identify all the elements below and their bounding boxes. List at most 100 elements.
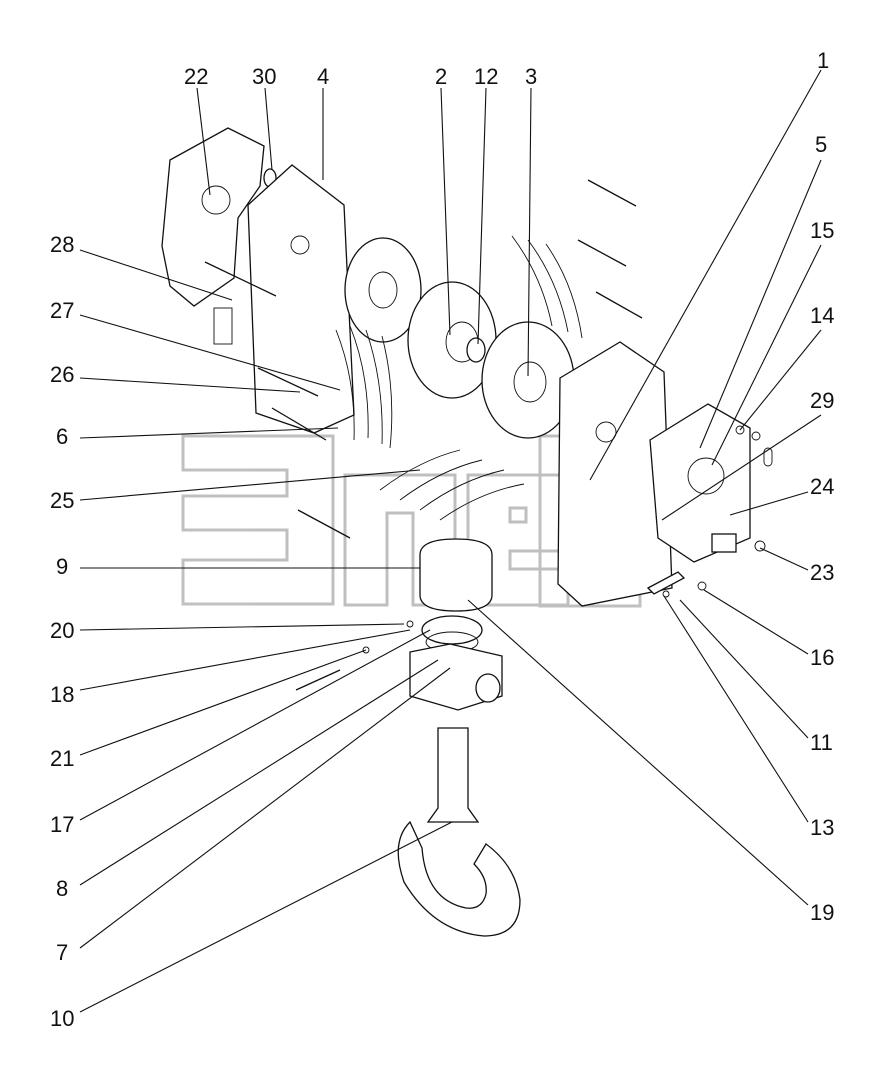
callout-9: 9 bbox=[56, 554, 68, 579]
part-27-links bbox=[335, 325, 393, 449]
leader-16 bbox=[703, 589, 809, 655]
leader-22 bbox=[196, 87, 211, 196]
callout-24: 24 bbox=[810, 474, 834, 499]
part-8-trunnion-pin bbox=[475, 673, 501, 703]
callout-6: 6 bbox=[56, 424, 68, 449]
watermark-letter-l bbox=[343, 473, 457, 607]
callout-10: 10 bbox=[50, 1006, 74, 1031]
leader-10 bbox=[79, 821, 453, 1013]
parts bbox=[161, 127, 773, 937]
part-16-bolt bbox=[697, 581, 707, 591]
part-29-pin bbox=[763, 447, 773, 467]
leader-28 bbox=[79, 249, 233, 301]
callout-11: 11 bbox=[810, 730, 833, 755]
leader-3 bbox=[527, 87, 532, 377]
part-9-block bbox=[419, 538, 493, 612]
callout-28: 28 bbox=[50, 232, 74, 257]
callout-13: 13 bbox=[810, 815, 834, 840]
callout-18: 18 bbox=[50, 682, 74, 707]
watermark-letter-e bbox=[181, 434, 335, 606]
leader-25 bbox=[79, 469, 421, 501]
part-14-nut bbox=[751, 431, 761, 441]
part-3-links bbox=[511, 235, 583, 339]
part-sheave-left bbox=[344, 237, 422, 343]
leader-21 bbox=[79, 649, 367, 756]
part-12-bushing bbox=[466, 337, 486, 363]
leader-30 bbox=[264, 87, 273, 171]
callout-3: 3 bbox=[525, 64, 537, 89]
callout-labels: 22 30 4 2 12 3 1 5 15 14 29 24 23 16 11 … bbox=[50, 48, 834, 1031]
callout-29: 29 bbox=[810, 388, 834, 413]
leader-12 bbox=[477, 87, 487, 345]
part-15-washer bbox=[735, 425, 745, 435]
part-1-front-plate bbox=[557, 341, 673, 607]
pin-right-2 bbox=[577, 239, 627, 267]
leader-7 bbox=[79, 667, 451, 949]
leader-17 bbox=[79, 629, 431, 821]
part-25-links bbox=[379, 449, 525, 521]
leader-lines bbox=[79, 69, 822, 1013]
part-10-hook bbox=[397, 820, 521, 937]
pin-right-1 bbox=[587, 179, 637, 207]
part-5-outer-plate bbox=[649, 403, 751, 563]
callout-22: 22 bbox=[184, 64, 208, 89]
leader-19 bbox=[467, 599, 809, 906]
callout-25: 25 bbox=[50, 488, 74, 513]
callout-23: 23 bbox=[810, 560, 834, 585]
leader-27 bbox=[79, 314, 341, 391]
callout-2: 2 bbox=[435, 64, 447, 89]
callout-30: 30 bbox=[252, 64, 276, 89]
part-13-screw bbox=[662, 590, 670, 598]
part-24-plate bbox=[711, 533, 737, 553]
part-19-bearing bbox=[421, 615, 483, 645]
callout-14: 14 bbox=[810, 303, 834, 328]
part-hook-shank bbox=[426, 727, 480, 823]
callout-26: 26 bbox=[50, 362, 74, 387]
callout-4: 4 bbox=[317, 64, 329, 89]
callout-20: 20 bbox=[50, 618, 74, 643]
part-28-axle bbox=[204, 261, 277, 297]
leader-20 bbox=[79, 623, 405, 631]
callout-19: 19 bbox=[810, 900, 834, 925]
leader-1 bbox=[589, 69, 822, 481]
part-17-spacer bbox=[213, 307, 233, 345]
callout-8: 8 bbox=[56, 876, 68, 901]
leader-8 bbox=[79, 659, 439, 886]
leader-5 bbox=[699, 159, 822, 449]
callout-16: 16 bbox=[810, 645, 834, 670]
part-18-ball bbox=[362, 646, 370, 654]
leader-26 bbox=[79, 377, 301, 393]
part-1-hole bbox=[595, 421, 617, 443]
part-26-axle bbox=[257, 367, 319, 397]
leader-2 bbox=[440, 87, 451, 336]
callout-12: 12 bbox=[474, 64, 498, 89]
leader-18 bbox=[79, 629, 411, 691]
callout-27: 27 bbox=[50, 298, 74, 323]
part-22-rear-plate bbox=[161, 127, 265, 307]
leader-13 bbox=[663, 595, 809, 823]
callout-5: 5 bbox=[815, 132, 827, 157]
callout-7: 7 bbox=[56, 940, 68, 965]
part-6-axle bbox=[271, 407, 327, 441]
callout-17: 17 bbox=[50, 812, 74, 837]
part-23-nut bbox=[754, 540, 766, 552]
part-11-plate bbox=[646, 571, 686, 595]
part-22-hole bbox=[201, 185, 231, 215]
part-sheave-left-hub bbox=[368, 271, 398, 309]
part-4-side-plate bbox=[247, 164, 355, 434]
leader-15 bbox=[711, 244, 822, 466]
part-4-hole bbox=[290, 235, 310, 255]
leader-14 bbox=[739, 329, 822, 431]
part-3-hub bbox=[513, 361, 547, 403]
leader-24 bbox=[729, 491, 809, 516]
part-5-hole bbox=[687, 457, 725, 495]
part-21-pin bbox=[295, 669, 341, 691]
leader-6 bbox=[79, 427, 339, 439]
part-20-ball bbox=[406, 620, 414, 628]
leader-29 bbox=[661, 414, 822, 521]
leader-23 bbox=[759, 547, 809, 571]
callout-21: 21 bbox=[50, 746, 74, 771]
pin-right-3 bbox=[595, 291, 643, 319]
leader-11 bbox=[679, 599, 809, 739]
